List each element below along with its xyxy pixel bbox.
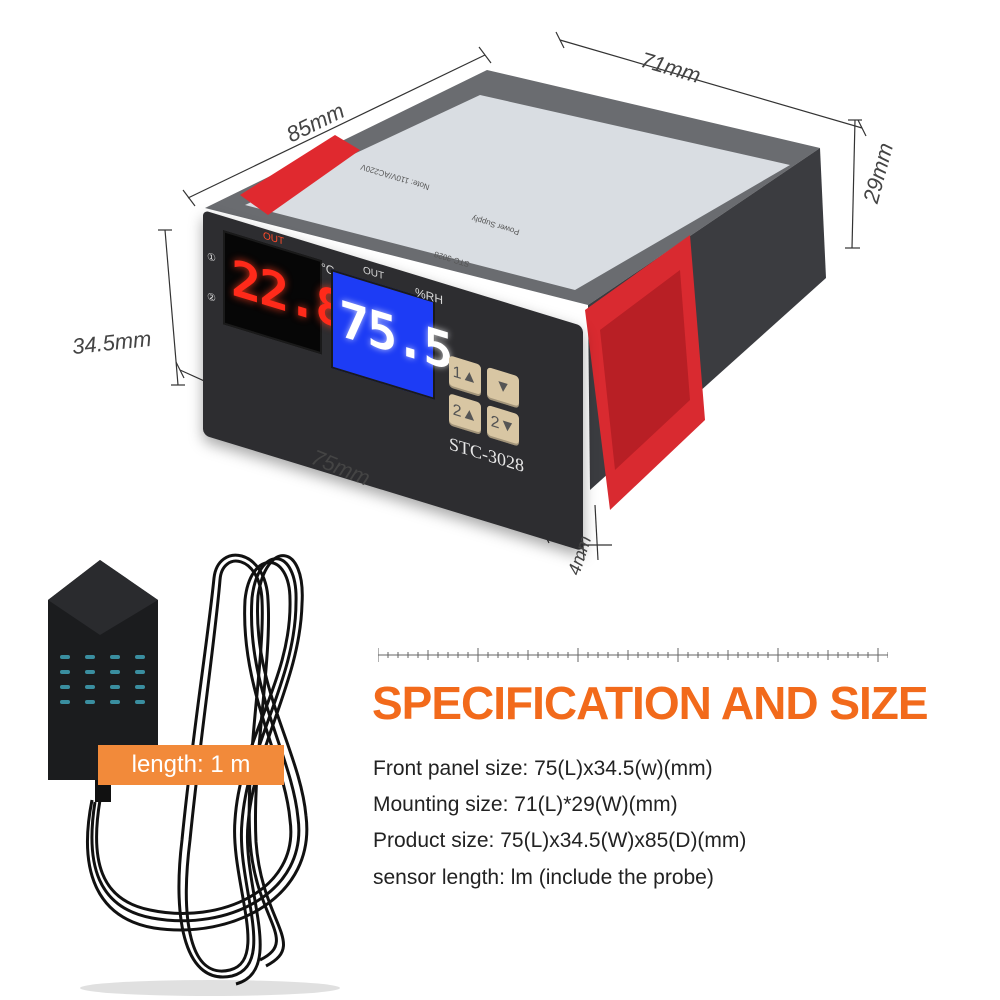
button-down-1[interactable]: ▼ bbox=[487, 366, 519, 409]
spec-title: SPECIFICATION AND SIZE bbox=[372, 677, 929, 729]
triangle-up-icon: 1▲ bbox=[452, 363, 478, 388]
controller-illustration: Note: 110V/AC220V Power Supply STC-3028 … bbox=[71, 31, 898, 577]
button-up-1[interactable]: 1▲ bbox=[449, 355, 481, 397]
triangle-down-icon: 2▼ bbox=[490, 412, 516, 438]
left-clip bbox=[240, 135, 360, 215]
cable-length-badge: length: 1 m bbox=[98, 745, 284, 785]
display1-index: ① bbox=[207, 251, 216, 265]
humidity-sensor-probe bbox=[48, 553, 340, 996]
spec-line-product: Product size: 75(L)x34.5(W)x85(D)(mm) bbox=[373, 829, 747, 852]
button-down-2[interactable]: 2▼ bbox=[487, 404, 519, 447]
display2-index: ② bbox=[207, 291, 216, 305]
spec-line-front-panel: Front panel size: 75(L)x34.5(w)(mm) bbox=[373, 757, 713, 780]
button-up-2[interactable]: 2▲ bbox=[449, 393, 481, 435]
cable-length-label: length: 1 m bbox=[131, 751, 251, 778]
spec-line-sensor: sensor length: lm (include the probe) bbox=[373, 866, 714, 889]
spec-line-mounting: Mounting size: 71(L)*29(W)(mm) bbox=[373, 793, 678, 816]
temperature-display: 22.8 bbox=[223, 230, 343, 355]
triangle-up-icon: 2▲ bbox=[452, 401, 478, 426]
ruler-decoration bbox=[378, 648, 888, 662]
triangle-down-icon: ▼ bbox=[495, 376, 511, 399]
